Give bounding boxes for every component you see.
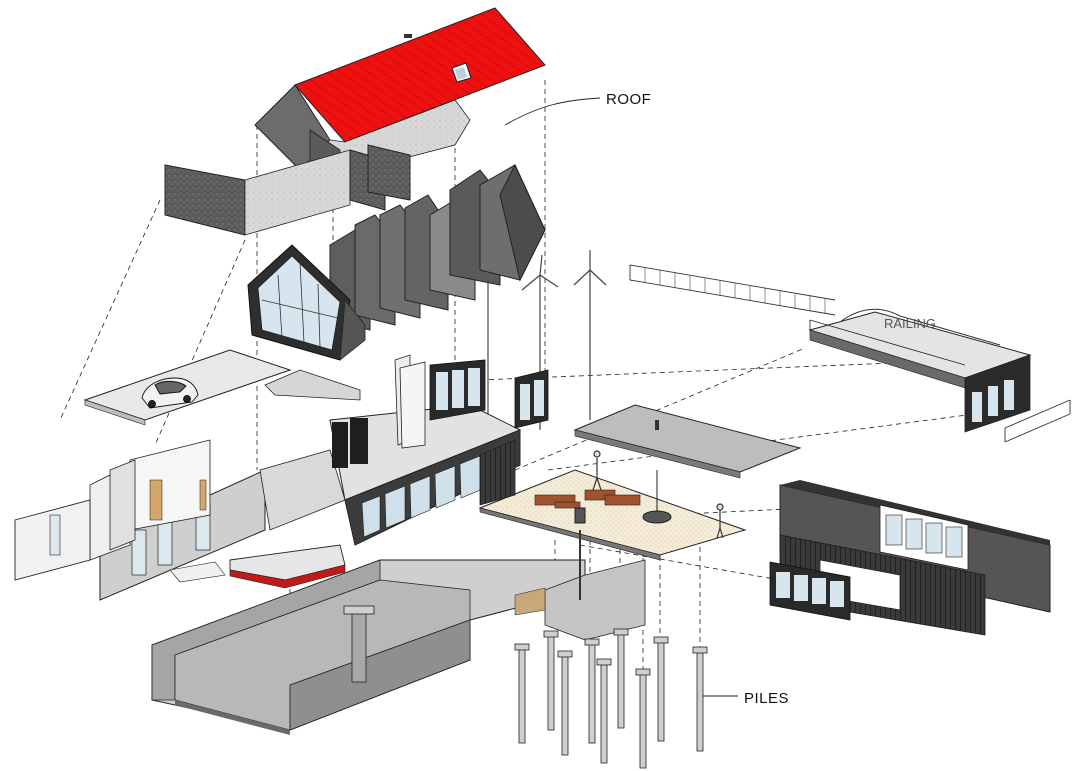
garage-slab [83, 349, 361, 426]
basement [151, 530, 646, 735]
frame-fins [329, 163, 546, 331]
pile [692, 646, 708, 752]
roof-label: ROOF [606, 91, 652, 108]
piles-label: PILES [744, 690, 790, 707]
pile [613, 628, 629, 729]
railing-label: RAILING [884, 316, 936, 331]
living-deck [478, 439, 747, 561]
pile [653, 636, 669, 742]
pile [635, 668, 651, 769]
balcony-railings [629, 264, 1071, 443]
piles [514, 628, 708, 769]
pile [596, 658, 612, 764]
pile [584, 638, 600, 744]
east-wall [769, 480, 1051, 636]
roof [254, 7, 546, 176]
canopy [573, 404, 802, 479]
ground-floor [14, 354, 549, 601]
pile [514, 643, 530, 744]
gable-walls [164, 144, 411, 236]
balcony-platform [808, 308, 1032, 433]
roof-leader-line [504, 97, 601, 126]
terrace [169, 544, 346, 589]
car [141, 377, 199, 409]
glazed-gable [247, 244, 366, 361]
pile [543, 630, 559, 731]
pile [557, 650, 573, 756]
